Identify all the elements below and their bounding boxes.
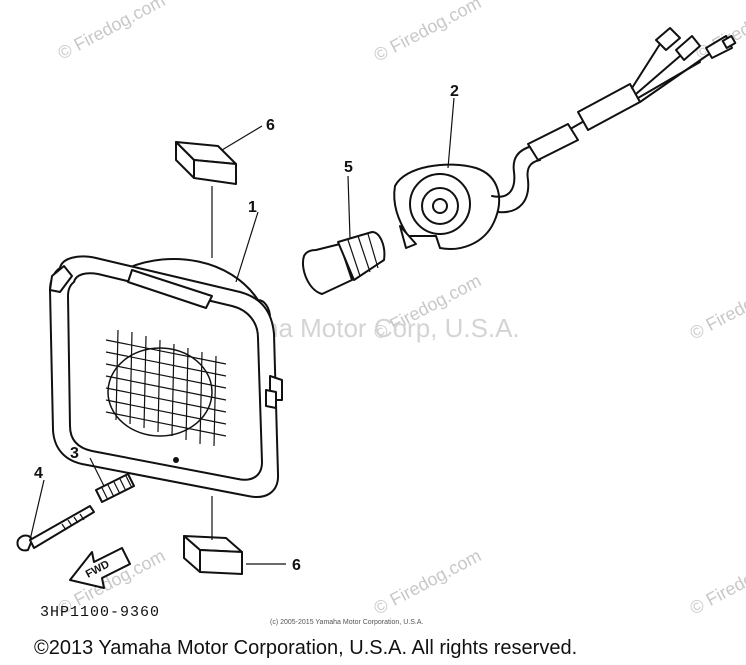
watermark-firedog: © Firedog.com — [686, 545, 746, 618]
callout-5: 5 — [344, 159, 353, 176]
screw — [16, 505, 95, 552]
watermark-firedog: © Firedog.com — [54, 0, 168, 64]
headlight-unit — [49, 255, 283, 498]
bulb-socket — [393, 27, 737, 250]
callout-2: 2 — [450, 83, 459, 100]
watermark-firedog: © Firedog.com — [686, 270, 746, 343]
spring — [95, 473, 135, 503]
callout-6-top: 6 — [266, 117, 275, 134]
forward-arrow: FWD — [69, 547, 131, 589]
callout-6-bottom: 6 — [292, 557, 301, 574]
watermark-firedog: © Firedog.com — [370, 0, 484, 66]
callout-4: 4 — [34, 465, 43, 482]
callout-1: 1 — [248, 199, 257, 216]
fine-print-copyright: (c) 2005-2015 Yamaha Motor Corporation, … — [270, 619, 423, 626]
bulb — [302, 231, 386, 295]
cushion-block-bottom — [183, 535, 243, 575]
cushion-block-top — [175, 141, 237, 185]
callout-3: 3 — [70, 445, 79, 462]
watermark-firedog: © Firedog.com — [370, 545, 484, 618]
copyright-notice: ©2013 Yamaha Motor Corporation, U.S.A. A… — [34, 637, 577, 659]
part-code: 3HP1100-9360 — [40, 604, 160, 621]
leader-lines — [29, 97, 455, 565]
